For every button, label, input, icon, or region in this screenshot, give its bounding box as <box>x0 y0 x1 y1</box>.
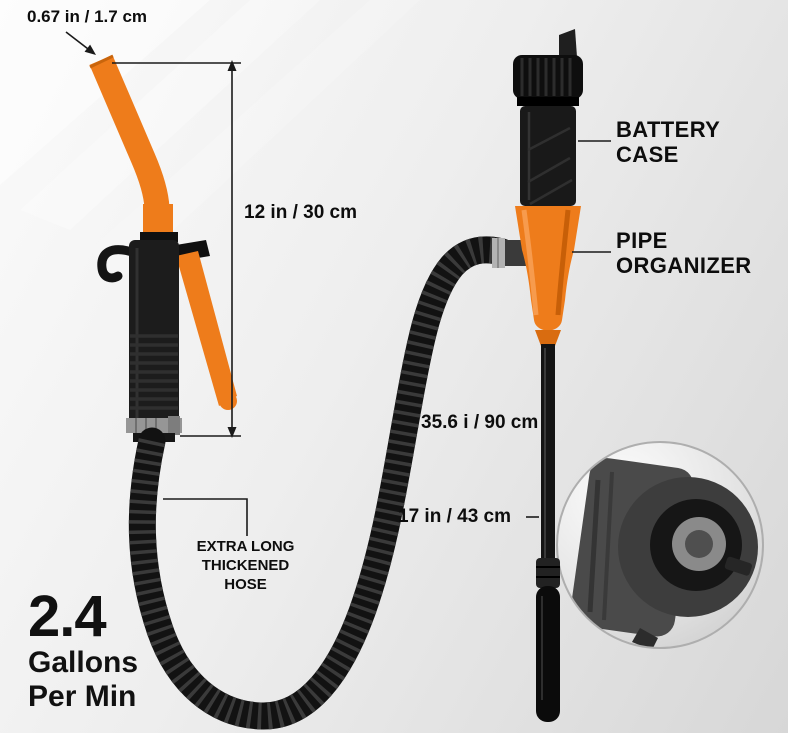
hose-callout-line3: HOSE <box>224 575 267 593</box>
suction-tube-graphic <box>536 344 560 722</box>
flow-rate: 2.4 Gallons Per Min <box>28 588 138 713</box>
hose-callout-line2: THICKENED <box>201 556 290 574</box>
nozzle-dimension-arrow <box>65 31 96 55</box>
battery-case-callout: BATTERY CASE <box>616 117 720 167</box>
tube-dimension-label: 17 in / 43 cm <box>398 506 512 527</box>
pump-gun <box>89 54 237 442</box>
hose-callout: EXTRA LONG THICKENED HOSE <box>163 538 328 594</box>
height-dimension-line <box>112 60 241 438</box>
detail-inset <box>556 441 764 649</box>
hose <box>128 236 516 730</box>
flow-rate-unit-line1: Gallons <box>28 646 139 679</box>
hanging-tab <box>559 29 577 57</box>
flow-rate-unit-line2: Per Min <box>28 679 137 713</box>
trigger-lever <box>176 251 237 406</box>
battery-case-graphic <box>513 55 583 206</box>
pump-column <box>492 29 583 722</box>
pipe-organizer-callout-line2: ORGANIZER <box>616 253 752 279</box>
hose-dimension-label: 35.6 i / 90 cm <box>421 412 539 433</box>
pipe-organizer-graphic <box>515 206 581 346</box>
annotation-lines <box>65 31 611 536</box>
height-dimension-label: 12 in / 30 cm <box>244 202 358 223</box>
hanging-hook <box>97 245 137 283</box>
pipe-organizer-callout: PIPE ORGANIZER <box>616 228 752 278</box>
flow-rate-value: 2.4 <box>28 584 107 649</box>
battery-case-callout-line1: BATTERY <box>616 117 721 142</box>
hose-leader-line <box>163 498 248 536</box>
background-streaks <box>0 0 420 280</box>
pipe-organizer-callout-line1: PIPE <box>616 228 668 253</box>
nozzle-dimension-label: 0.67 in / 1.7 cm <box>27 7 148 26</box>
battery-case-callout-line2: CASE <box>616 142 679 168</box>
hose-callout-line1: EXTRA LONG <box>196 538 295 555</box>
